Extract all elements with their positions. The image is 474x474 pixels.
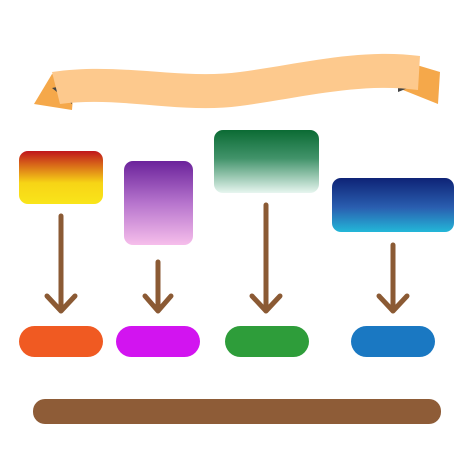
target-pill-orange <box>19 326 103 357</box>
down-arrow-1 <box>44 213 78 314</box>
target-pill-green <box>225 326 309 357</box>
banner-ribbon <box>52 53 420 109</box>
source-block-blue <box>332 178 454 232</box>
target-pill-blue <box>351 326 435 357</box>
source-block-green <box>214 130 319 193</box>
source-block-yellow <box>19 151 103 204</box>
down-arrow-3 <box>249 202 283 314</box>
down-arrow-4 <box>376 242 410 314</box>
source-block-purple <box>124 161 193 245</box>
down-arrow-2 <box>142 259 174 314</box>
target-pill-magenta <box>116 326 200 357</box>
base-bar <box>33 399 441 424</box>
